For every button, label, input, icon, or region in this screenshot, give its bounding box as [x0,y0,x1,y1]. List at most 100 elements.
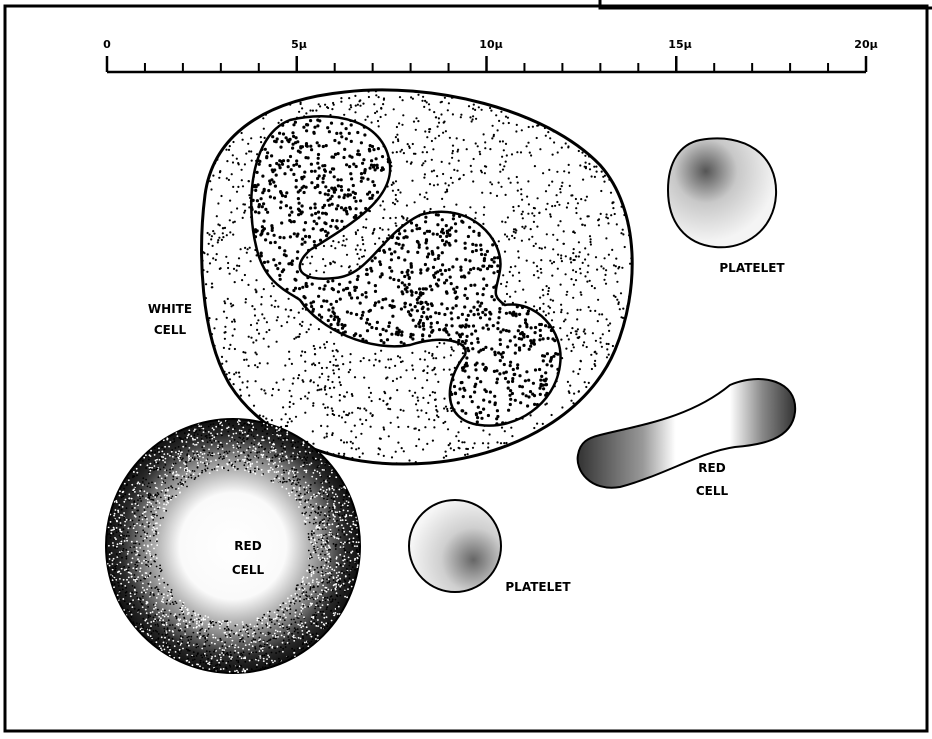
stipple-dot [544,246,546,248]
stipple-dot [520,193,522,195]
stipple-dot [268,179,271,182]
stipple-dot [621,206,623,208]
stipple-dot [308,328,310,330]
stipple-dot [411,180,413,182]
stipple-dot [560,339,562,341]
stipple-dot [312,430,314,432]
stipple-dot [427,252,430,255]
stipple-dot [478,106,480,108]
stipple-dot [443,342,445,344]
stipple-dot [438,328,441,331]
stipple-dot [542,303,544,305]
stipple-dot [269,94,271,96]
stipple-dot [463,174,465,176]
stipple-dot [430,288,433,291]
stipple-dot [509,364,512,367]
stipple-dot [250,137,252,139]
stipple-dot [245,298,247,300]
stipple-dot [243,116,245,118]
stipple-dot [395,180,397,182]
stipple-dot [521,385,524,388]
stipple-dot [573,230,575,232]
stipple-dot [433,170,435,172]
stipple-dot [324,284,327,287]
stipple-dot [505,194,507,196]
stipple-dot [320,316,323,319]
stipple-dot [312,443,314,445]
stipple-dot [294,279,297,282]
stipple-dot [623,171,625,173]
stipple-dot [449,369,451,371]
stipple-dot [324,389,326,391]
stipple-dot [330,155,333,158]
stipple-dot [441,161,443,163]
stipple-dot [406,204,408,206]
stipple-dot [244,203,246,205]
stipple-dot [595,256,597,258]
stipple-dot [422,448,424,450]
stipple-dot [539,393,542,396]
tick-label-5: 5μ [291,38,307,51]
stipple-dot [532,126,534,128]
stipple-dot [633,223,635,225]
stipple-dot [475,412,478,415]
stipple-dot [368,323,371,326]
stipple-dot [575,271,577,273]
stipple-dot [429,315,432,318]
stipple-dot [295,179,298,182]
stipple-dot [504,221,506,223]
stipple-dot [301,107,303,109]
stipple-dot [419,271,422,274]
stipple-dot [512,368,515,371]
stipple-dot [359,456,361,458]
stipple-dot [472,306,475,309]
stipple-dot [507,117,509,119]
stipple-dot [580,360,582,362]
stipple-dot [383,208,385,210]
stipple-dot [331,307,334,310]
stipple-dot [291,131,294,134]
stipple-dot [421,333,424,336]
stipple-dot [429,183,431,185]
stipple-dot [287,159,290,162]
stipple-dot [615,175,617,177]
stipple-dot [403,450,405,452]
stipple-dot [475,118,477,120]
stipple-dot [428,103,430,105]
stipple-dot [315,222,318,225]
stipple-dot [560,110,563,113]
stipple-dot [435,409,437,411]
stipple-dot [480,417,483,420]
stipple-dot [238,265,240,267]
stipple-dot [380,350,382,352]
stipple-dot [316,141,319,144]
stipple-dot [326,341,328,343]
stipple-dot [439,235,442,238]
stipple-dot [596,117,598,119]
stipple-dot [444,182,446,184]
stipple-dot [350,441,352,443]
stipple-dot [533,207,535,209]
stipple-dot [487,414,490,417]
stipple-dot [260,388,262,390]
stipple-dot [525,443,527,445]
stipple-dot [471,400,474,403]
stipple-dot [354,192,357,195]
stipple-dot [358,466,360,468]
stipple-dot [498,372,501,375]
stipple-dot [533,463,535,465]
stipple-dot [305,186,308,189]
stipple-dot [443,398,445,400]
stipple-dot [527,112,530,115]
stipple-dot [201,360,203,362]
stipple-dot [262,117,264,119]
stipple-dot [210,188,212,190]
stipple-dot [482,223,484,225]
stipple-dot [280,418,282,420]
stipple-dot [324,407,326,409]
stipple-dot [229,344,231,346]
stipple-dot [244,274,246,276]
stipple-dot [390,270,393,273]
stipple-dot [304,361,306,363]
stipple-dot [410,262,413,265]
